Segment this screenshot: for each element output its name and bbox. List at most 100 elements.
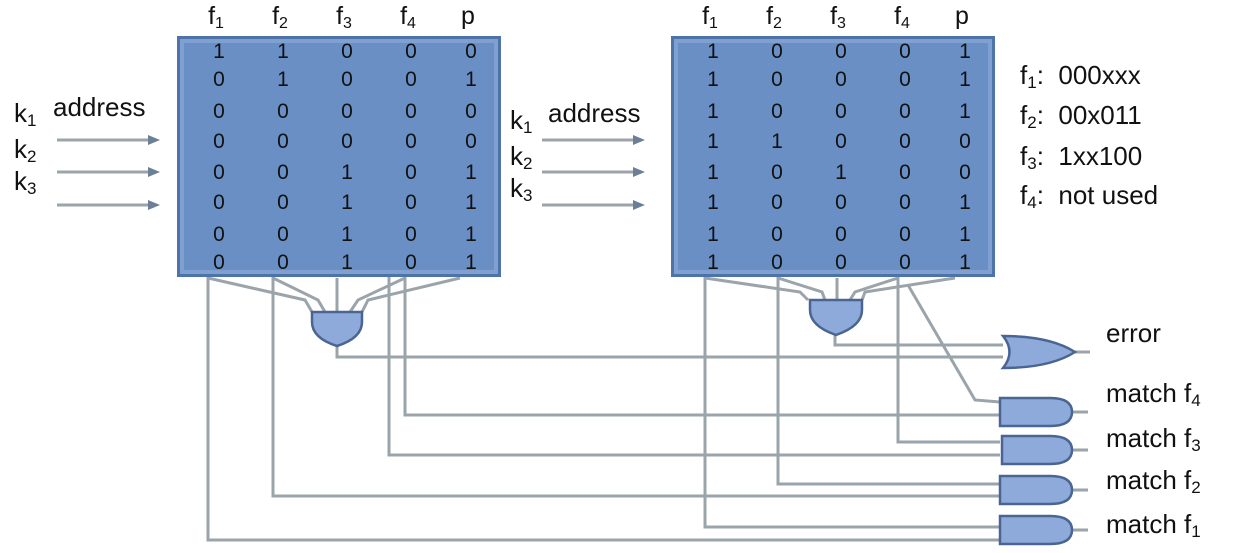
wire-left-f4	[403, 275, 1000, 417]
column-header: f4	[882, 2, 922, 32]
output-error: error	[1106, 318, 1161, 348]
memory-cell: 0	[771, 191, 783, 214]
memory-cell: 0	[835, 130, 847, 153]
memory-cell: 0	[405, 100, 417, 123]
memory-cell: 0	[277, 223, 289, 246]
memory-cell: 1	[959, 100, 971, 123]
memory-cell: 0	[835, 40, 847, 63]
wire-right-f2	[776, 275, 1000, 486]
memory-cell: 1	[341, 161, 353, 184]
arrowhead-icon	[148, 167, 160, 177]
column-header-subscript: 4	[901, 15, 910, 32]
memory-cell: 1	[959, 191, 971, 214]
memory-cell: 0	[899, 130, 911, 153]
column-header: f1	[690, 4, 730, 32]
memory-cell: 0	[213, 251, 225, 274]
memory-cell: 0	[835, 191, 847, 214]
wire-left-xor-in	[207, 276, 314, 313]
memory-cell: 1	[277, 40, 289, 63]
input-k2-right: k2	[510, 141, 533, 173]
arrowhead-icon	[633, 167, 645, 177]
and-gate-match-f4	[998, 396, 1074, 428]
memory-cell: 1	[835, 161, 847, 184]
wire-right-parity	[833, 335, 1003, 347]
memory-cell: 0	[959, 161, 971, 184]
and-gate-match-f1	[998, 514, 1074, 546]
memory-cell: 0	[405, 191, 417, 214]
memory-cell: 1	[707, 161, 719, 184]
output-match-f1: match f1	[1106, 509, 1201, 541]
legend-item-f2: f2: 00x011	[1020, 100, 1142, 132]
memory-cell: 0	[405, 40, 417, 63]
and-gate-match-f3	[1000, 434, 1074, 466]
memory-cell: 1	[959, 223, 971, 246]
memory-cell: 1	[707, 191, 719, 214]
memory-cell: 0	[405, 68, 417, 91]
column-header: f4	[388, 2, 428, 32]
wire-right-xor-in	[848, 276, 899, 301]
memory-cell: 0	[341, 130, 353, 153]
address-label-right: address	[548, 98, 641, 128]
column-header: f3	[818, 4, 858, 32]
wire-right-f1	[703, 275, 1000, 529]
memory-cell: 0	[899, 40, 911, 63]
memory-cell: 0	[899, 68, 911, 91]
column-header-subscript: 4	[407, 15, 416, 32]
memory-cell: 0	[959, 130, 971, 153]
legend-item-f4: f4: not used	[1020, 180, 1159, 212]
memory-cell: 1	[959, 68, 971, 91]
wire-left-f2	[271, 275, 1000, 498]
column-header-subscript: 3	[343, 15, 352, 32]
memory-cell: 0	[771, 161, 783, 184]
memory-cell: 1	[707, 223, 719, 246]
wire-right-f3	[896, 275, 1000, 444]
memory-cell: 1	[707, 130, 719, 153]
column-header: p	[942, 4, 982, 29]
memory-cell: 0	[213, 130, 225, 153]
memory-cell: 0	[341, 40, 353, 63]
wire-right-f4	[906, 284, 1001, 404]
memory-cell: 0	[771, 223, 783, 246]
memory-cell: 0	[465, 130, 477, 153]
memory-cell: 1	[277, 68, 289, 91]
memory-cell: 0	[899, 223, 911, 246]
arrowhead-icon	[148, 135, 160, 145]
output-match-f4: match f4	[1106, 378, 1201, 410]
wire-left-parity	[335, 345, 1003, 359]
column-header: f3	[324, 2, 364, 32]
memory-cell: 0	[771, 100, 783, 123]
memory-cell: 0	[213, 161, 225, 184]
column-header-name: f	[400, 2, 408, 30]
memory-cell: 0	[213, 223, 225, 246]
legend-item-f3: f3: 1xx100	[1020, 141, 1143, 173]
memory-cell: 0	[213, 68, 225, 91]
memory-cell: 0	[465, 100, 477, 123]
memory-cell: 1	[341, 191, 353, 214]
column-header-name: f	[336, 2, 344, 30]
column-header-subscript: 3	[837, 15, 846, 32]
memory-cell: 1	[465, 191, 477, 214]
address-label-left: address	[53, 92, 146, 122]
memory-cell: 1	[465, 251, 477, 274]
memory-cell: 0	[277, 251, 289, 274]
memory-cell: 0	[835, 251, 847, 274]
column-header: p	[448, 4, 488, 29]
and-gate-match-f2	[998, 474, 1074, 506]
column-header: f2	[260, 4, 300, 32]
column-header-subscript: 2	[773, 15, 782, 32]
memory-cell: 0	[771, 251, 783, 274]
memory-cell: 0	[277, 161, 289, 184]
wire-right-xor-in	[704, 276, 810, 302]
memory-cell: 0	[213, 191, 225, 214]
legend-item-f1: f1: 000xxx	[1020, 60, 1141, 92]
memory-cell: 1	[465, 68, 477, 91]
memory-cell: 0	[405, 251, 417, 274]
memory-cell: 1	[959, 251, 971, 274]
wire-left-f1	[206, 275, 1000, 542]
memory-cell: 0	[771, 68, 783, 91]
column-header-name: p	[461, 2, 475, 30]
column-header-name: f	[766, 2, 774, 30]
column-header-name: f	[894, 2, 902, 30]
